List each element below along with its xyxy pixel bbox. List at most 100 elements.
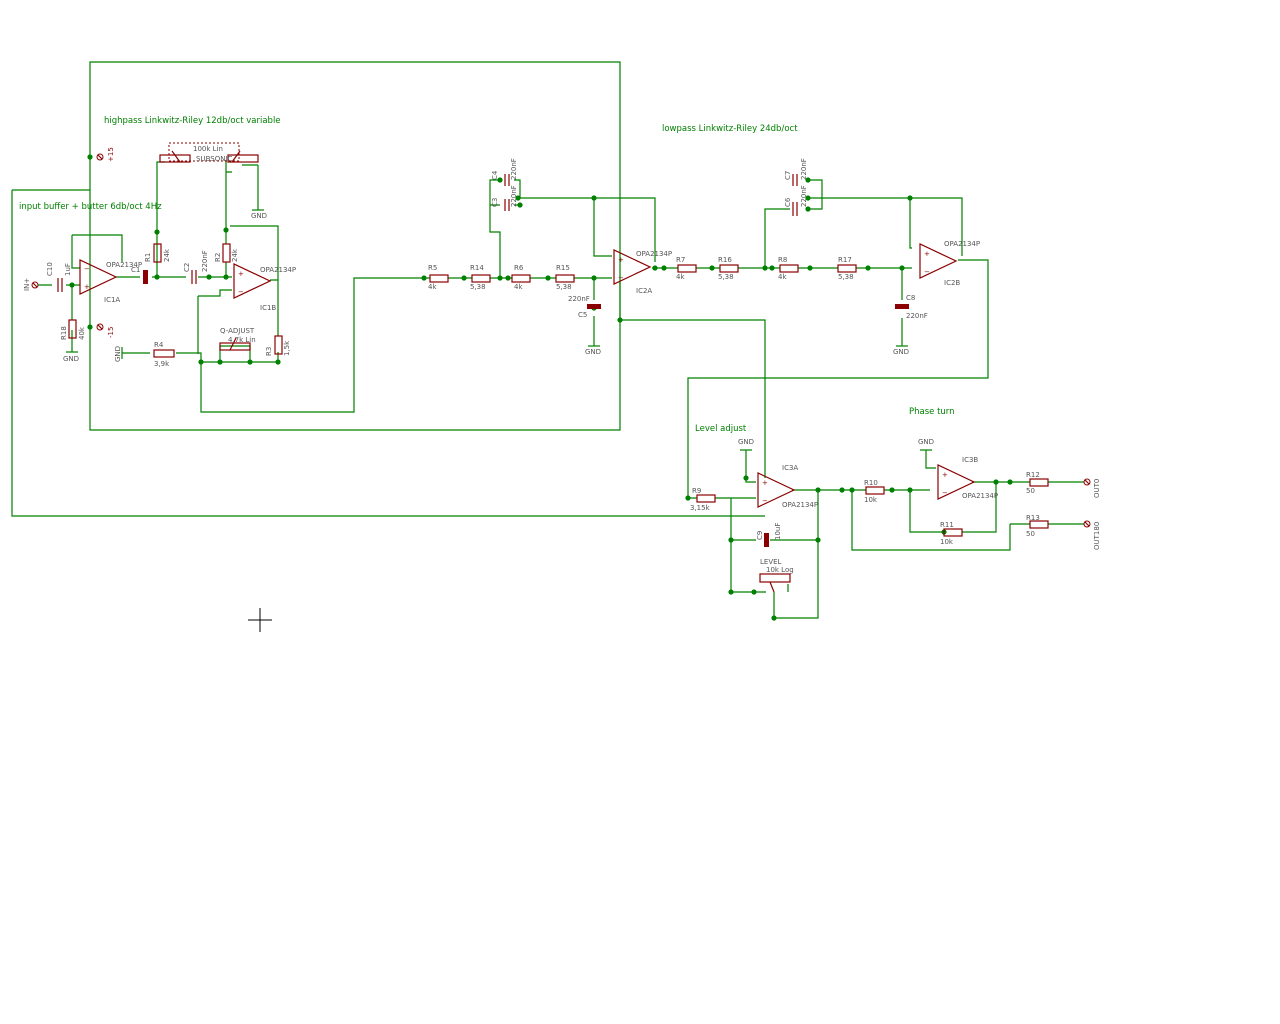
svg-text:R3: R3 — [265, 347, 273, 356]
junction — [805, 206, 811, 212]
svg-text:R9: R9 — [692, 487, 701, 495]
capacitor-c7[interactable]: C7 220nF — [784, 158, 808, 186]
resistor-r4[interactable]: R43,9k — [153, 341, 175, 368]
junction — [899, 265, 905, 271]
ic3b-name: IC3B — [962, 456, 978, 464]
opamp-ic2b[interactable]: +− OPA2134P IC2B — [919, 240, 980, 287]
svg-text:4,7k Lin: 4,7k Lin — [228, 336, 256, 344]
svg-text:C8: C8 — [906, 294, 915, 302]
opamp-ic2a[interactable]: +− OPA2134P IC2A — [613, 249, 672, 295]
capacitor-c3[interactable]: C3 220nF — [491, 185, 518, 211]
svg-text:R14: R14 — [470, 264, 484, 272]
junction — [769, 265, 775, 271]
svg-text:5,38: 5,38 — [556, 283, 572, 291]
svg-text:R2: R2 — [214, 253, 222, 262]
port-out0[interactable]: OUT0 — [1083, 478, 1101, 498]
junction — [497, 177, 503, 183]
svg-text:GND: GND — [893, 348, 909, 356]
capacitor-c1[interactable]: C1 — [131, 266, 148, 284]
section-titles: highpass Linkwitz-Riley 12db/oct variabl… — [19, 116, 955, 434]
svg-text:24k: 24k — [231, 248, 239, 262]
svg-text:R11: R11 — [940, 521, 954, 529]
ic2a-value: OPA2134P — [636, 250, 672, 258]
ports: IN+ OUT0 OUT180 — [23, 278, 1101, 550]
port-in-plus[interactable]: IN+ — [23, 278, 39, 291]
svg-text:3,9k: 3,9k — [154, 360, 170, 368]
capacitor-c2[interactable]: C2 220nF — [183, 250, 209, 284]
resistor-r1[interactable]: R1 24k — [144, 243, 171, 263]
supply-symbols: +15 -15 GND GND GND GND GND GND GND — [63, 147, 934, 451]
junction — [685, 495, 691, 501]
svg-text:220nF: 220nF — [510, 158, 518, 180]
resistor-r18[interactable]: R18 40k — [60, 319, 86, 340]
svg-text:−: − — [618, 274, 624, 282]
svg-text:+: + — [942, 471, 948, 479]
junction — [849, 487, 855, 493]
junction — [652, 265, 658, 271]
junction — [461, 275, 467, 281]
ic2b-name: IC2B — [944, 279, 960, 287]
resistor-r2[interactable]: R2 24k — [214, 243, 239, 263]
junction — [69, 282, 75, 288]
capacitor-c9[interactable]: C9 10uF — [756, 523, 782, 547]
gnd-2: GND — [63, 351, 79, 363]
svg-text:R7: R7 — [676, 256, 685, 264]
junction — [198, 359, 204, 365]
pot-subsonic[interactable]: 100k Lin SUBSONIC — [159, 142, 259, 163]
svg-text:220nF: 220nF — [800, 158, 808, 180]
svg-text:−: − — [762, 497, 768, 505]
svg-text:3,15k: 3,15k — [690, 504, 711, 512]
junction — [591, 275, 597, 281]
svg-text:Q-ADJUST: Q-ADJUST — [220, 327, 255, 335]
svg-text:220nF: 220nF — [568, 295, 590, 303]
svg-text:R15: R15 — [556, 264, 570, 272]
svg-text:C6: C6 — [784, 197, 792, 207]
gnd-3: GND — [114, 346, 123, 362]
junction — [206, 274, 212, 280]
junction — [728, 537, 734, 543]
resistor-r3[interactable]: R3 1,5k — [265, 335, 291, 356]
opamp-ic1a[interactable]: −+ OPA2134P IC1A — [79, 259, 142, 304]
junction — [907, 487, 913, 493]
svg-text:R13: R13 — [1026, 514, 1040, 522]
svg-text:R18: R18 — [60, 326, 68, 340]
svg-text:50: 50 — [1026, 487, 1035, 495]
gnd-6: GND — [738, 438, 754, 451]
svg-text:R8: R8 — [778, 256, 787, 264]
port-out180[interactable]: OUT180 — [1083, 520, 1101, 550]
resistor-r9[interactable]: R9 3,15k — [690, 487, 716, 512]
capacitor-c10[interactable]: C10 1uF — [46, 262, 72, 292]
opamp-ic1b[interactable]: +− OPA2134P IC1B — [233, 263, 296, 312]
resistor-r15[interactable]: R15 5,38 — [555, 264, 575, 291]
supply-minus-bottom: -15 — [96, 323, 115, 338]
capacitor-c8[interactable]: C8 220nF — [895, 294, 928, 320]
junction — [709, 265, 715, 271]
svg-text:C7: C7 — [784, 171, 792, 180]
pot-qadjust[interactable]: Q-ADJUST 4,7k Lin — [219, 327, 256, 351]
capacitor-c4[interactable]: C4 220nF — [491, 158, 518, 186]
svg-text:1,5k: 1,5k — [283, 340, 291, 356]
pot-level[interactable]: LEVEL 10k Log — [759, 558, 794, 593]
junction — [815, 487, 821, 493]
potentiometers: 100k Lin SUBSONIC Q-ADJUST 4,7k Lin LEVE… — [159, 142, 794, 593]
svg-text:R17: R17 — [838, 256, 852, 264]
svg-text:40k: 40k — [78, 326, 86, 340]
ic3a-value: OPA2134P — [782, 501, 818, 509]
opamp-ic3b[interactable]: +− IC3B OPA2134P — [937, 456, 998, 500]
ic3a-name: IC3A — [782, 464, 798, 472]
capacitor-c5[interactable]: 220nF C5 — [568, 295, 601, 319]
opamp-ic3a[interactable]: +− IC3A OPA2134P — [757, 464, 818, 509]
capacitor-c6[interactable]: C6 220nF — [784, 185, 808, 216]
